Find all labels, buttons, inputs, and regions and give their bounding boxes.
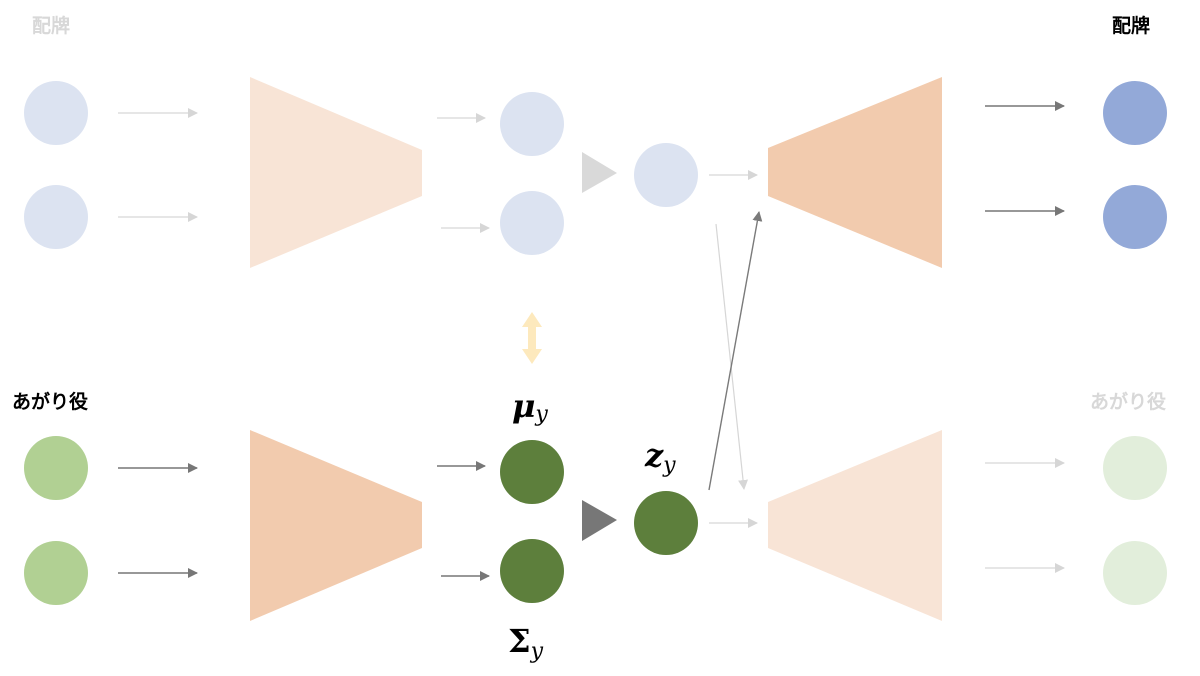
label-tiles-top-left: 配牌 (32, 14, 70, 37)
latent-node-top (634, 143, 698, 207)
input-node-yaku-2 (24, 541, 88, 605)
sigma-node-bottom (500, 539, 564, 603)
mu-node-top (500, 92, 564, 156)
label-sigma-y: Σy (508, 622, 544, 664)
encoder-trapezoid-bottom (250, 430, 422, 621)
output-node-yaku-2 (1103, 541, 1167, 605)
sigma-node-top (500, 191, 564, 255)
sampling-triangle-top (582, 152, 617, 193)
input-node-tiles-1 (24, 81, 88, 145)
latent-node-bottom (634, 491, 698, 555)
sampling-triangle-bottom (582, 500, 617, 541)
label-mu-y: μy (512, 387, 548, 427)
label-yaku-bottom-left: あがり役 (12, 390, 88, 413)
output-node-tiles-2 (1103, 185, 1167, 249)
decoder-trapezoid-bottom (768, 430, 942, 621)
output-node-tiles-1 (1103, 81, 1167, 145)
arrow-cross-top-to-bottom (715, 223, 749, 490)
decoder-trapezoid-top (768, 77, 942, 268)
output-node-yaku-1 (1103, 436, 1167, 500)
mu-node-bottom (500, 440, 564, 504)
label-z-y: zy (644, 436, 676, 478)
label-yaku-bottom-right: あがり役 (1090, 390, 1166, 413)
arrow-cross-bottom-to-top (708, 211, 763, 491)
input-node-yaku-1 (24, 436, 88, 500)
label-tiles-top-right: 配牌 (1112, 14, 1150, 37)
input-node-tiles-2 (24, 185, 88, 249)
encoder-trapezoid-top (250, 77, 422, 268)
double-arrow-icon (522, 312, 542, 364)
